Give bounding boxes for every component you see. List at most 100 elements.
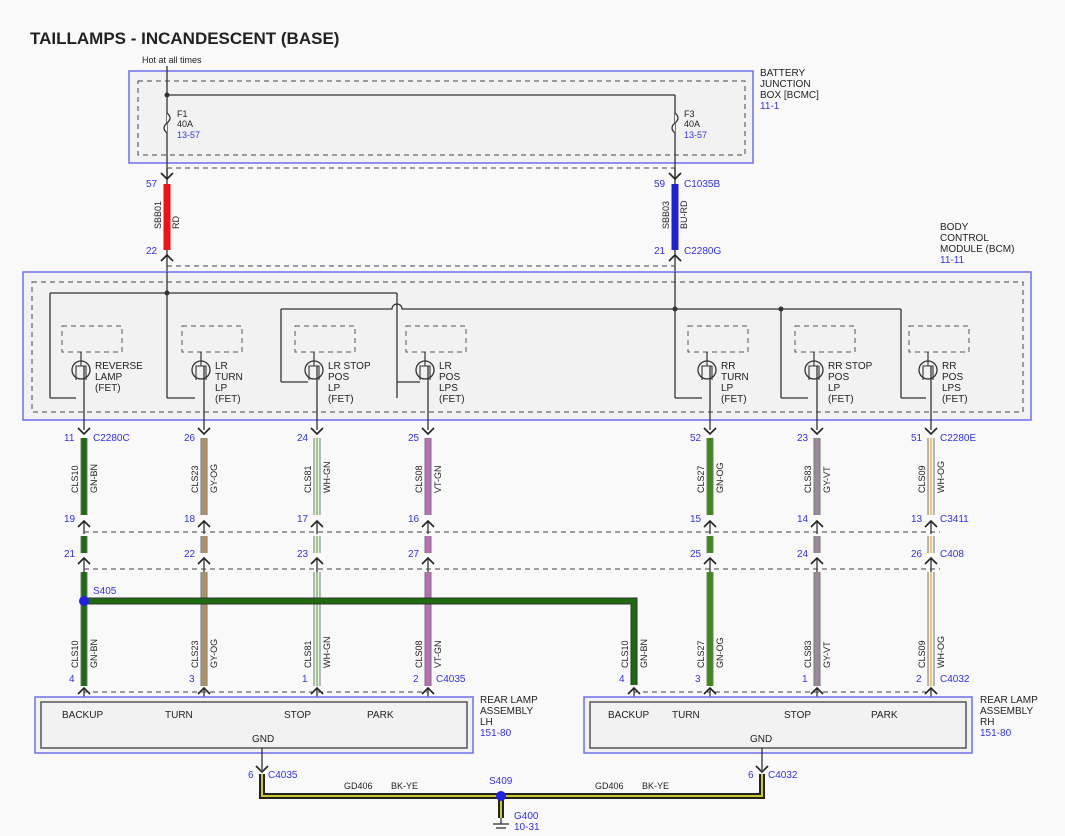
connector-c2280c[interactable]: C2280C <box>93 433 130 444</box>
battery-junction-box[interactable] <box>128 70 754 164</box>
lh-name-1: REAR LAMP <box>480 695 538 706</box>
lamp-pin-number: 3 <box>189 674 195 685</box>
pin-number: 16 <box>408 514 420 525</box>
diagram-title: TAILLAMPS - INCANDESCENT (BASE) <box>30 29 339 48</box>
connector-male-icon <box>810 519 824 528</box>
body-control-module[interactable] <box>22 271 1032 421</box>
connector-male-icon <box>810 686 824 695</box>
connector-c2280e[interactable]: C2280E <box>940 433 976 444</box>
feed-pin-top: 57 <box>146 179 158 190</box>
connector-female-icon <box>810 427 824 436</box>
connector-female-icon <box>197 427 211 436</box>
lamp-pin-number: 4 <box>69 674 75 685</box>
driver-label-line: LPS <box>942 383 961 394</box>
ground-symbol-icon <box>493 818 509 829</box>
pin-number: 51 <box>911 433 923 444</box>
bcm-name-2: CONTROL <box>940 233 989 244</box>
connector-c4032[interactable]: C4032 <box>940 674 970 685</box>
connector-female-icon <box>77 427 91 436</box>
driver-label-line: (FET) <box>942 394 968 405</box>
bcm-name-3: MODULE (BCM) <box>940 244 1014 255</box>
driver-label-line: (FET) <box>328 394 354 405</box>
pin-number: 24 <box>797 549 809 560</box>
fuse-f1-ref[interactable]: 13-57 <box>177 130 200 140</box>
driver-logic-box <box>405 325 467 353</box>
ground-circuit-lh: GD406 <box>344 781 373 791</box>
fuse-f3-rating: 40A <box>684 119 700 129</box>
fuse-f1-name: F1 <box>177 109 188 119</box>
bjb-name-2: JUNCTION <box>760 79 811 90</box>
circuit-label: CLS10 <box>620 640 630 668</box>
wire-color-label: GN-BN <box>639 639 649 668</box>
lh-name-2: ASSEMBLY <box>480 706 533 717</box>
feed-wire-sbb03[interactable] <box>671 184 679 250</box>
feed-conn-top[interactable]: C1035B <box>684 179 720 190</box>
rh-ref-link[interactable]: 151-80 <box>980 728 1012 739</box>
fet-transistor-icon <box>697 360 717 380</box>
feed-wire-sbb01[interactable] <box>163 184 171 250</box>
rh-pin-backup: BACKUP <box>608 710 649 721</box>
lh-pin-backup: BACKUP <box>62 710 103 721</box>
driver-label-line: RR <box>942 361 956 372</box>
fuse-f1-rating: 40A <box>177 119 193 129</box>
wire-color-label: WH-OG <box>936 636 946 668</box>
rh-pin-turn: TURN <box>672 710 700 721</box>
bjb-name-3: BOX [BCMC] <box>760 90 819 101</box>
pin-number: 25 <box>408 433 420 444</box>
pin-number: 22 <box>184 549 196 560</box>
rear-lamp-assembly-lh[interactable] <box>34 696 474 754</box>
connector-c3411[interactable]: C3411 <box>940 514 969 525</box>
driver-label-line: LP <box>721 383 734 394</box>
feed-conn-bottom[interactable]: C2280G <box>684 246 721 257</box>
backup-splice-wire[interactable] <box>84 597 638 685</box>
circuit-label: CLS08 <box>414 465 424 493</box>
fuse-f3-icon <box>671 112 679 134</box>
lh-ref-link[interactable]: 151-80 <box>480 728 512 739</box>
ground-conn-lh[interactable]: C4035 <box>268 770 298 781</box>
wire-color-label: GY-OG <box>209 639 219 668</box>
connector-male-icon <box>703 556 717 565</box>
wire-color-label: GN-BN <box>89 464 99 493</box>
pin-number: 21 <box>64 549 76 560</box>
ground-pin-lh: 6 <box>248 770 254 781</box>
splice-s405[interactable] <box>79 596 89 606</box>
lamp-pin-number: 2 <box>916 674 922 685</box>
rh-pin-park: PARK <box>871 710 898 721</box>
splice-s409[interactable] <box>496 791 506 801</box>
wire-color-label: WH-GN <box>322 637 332 669</box>
circuit-label: CLS83 <box>803 465 813 493</box>
connector-male-icon <box>924 556 938 565</box>
feed-circuit-label: SBB01 <box>153 201 163 229</box>
wire-color-label: GY-VT <box>822 466 832 493</box>
feed-color-label: BU-RD <box>679 200 689 229</box>
connector-c408[interactable]: C408 <box>940 549 964 560</box>
ground-conn-rh[interactable]: C4032 <box>768 770 798 781</box>
circuit-label: CLS09 <box>917 465 927 493</box>
rh-name-2: ASSEMBLY <box>980 706 1033 717</box>
bjb-ref-link[interactable]: 11-1 <box>760 101 780 112</box>
circuit-label: CLS10 <box>70 640 80 668</box>
connector-male-icon <box>197 686 211 695</box>
driver-label-line: POS <box>328 372 349 383</box>
bcm-ref-link[interactable]: 11-11 <box>940 255 965 266</box>
connector-c4035[interactable]: C4035 <box>436 674 466 685</box>
connector-female-icon <box>668 172 682 181</box>
fuse-f3-ref[interactable]: 13-57 <box>684 130 707 140</box>
wire-color-label: VT-GN <box>433 640 443 668</box>
rear-lamp-assembly-rh[interactable] <box>583 696 973 754</box>
ground-point-ref[interactable]: 10-31 <box>514 822 540 833</box>
